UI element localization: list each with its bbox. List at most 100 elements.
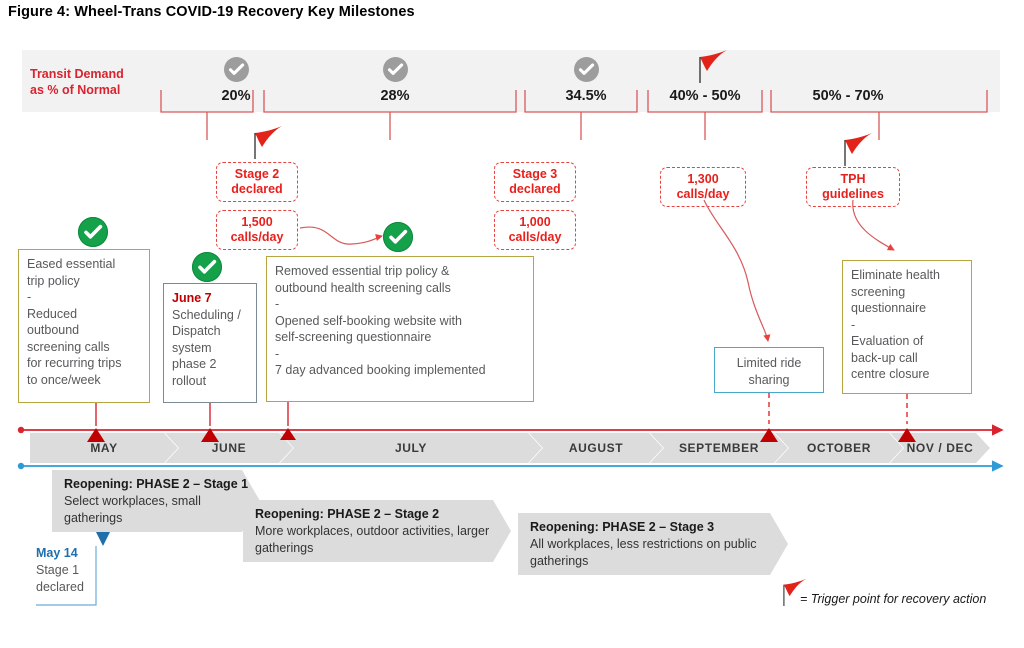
reopening-phase-2-stage-1: Reopening: PHASE 2 – Stage 1 Select work… <box>52 470 260 532</box>
check-circle-icon <box>383 57 408 82</box>
box-line: Reduced <box>27 306 78 321</box>
box-line: rollout <box>172 373 207 388</box>
action-box-eliminate-health-screening: Eliminate health screening questionnaire… <box>842 260 972 394</box>
box-line: outbound health screening calls <box>275 280 451 295</box>
phase-heading: Reopening: PHASE 2 – Stage 2 <box>255 507 440 521</box>
box-line: Eased essential <box>27 257 116 271</box>
phase-body: More workplaces, outdoor activities, lar… <box>255 524 490 555</box>
action-box-june7-scheduling-dispatch: June 7 Scheduling / Dispatch system phas… <box>163 283 257 403</box>
callout-line: guidelines <box>822 187 884 201</box>
reopening-phase-2-stage-3: Reopening: PHASE 2 – Stage 3 All workpla… <box>518 513 788 575</box>
callout-line: TPH <box>840 172 866 186</box>
phase-heading: Reopening: PHASE 2 – Stage 3 <box>530 520 715 534</box>
box-line: questionnaire <box>851 301 927 315</box>
connector-arrow <box>852 199 895 251</box>
transit-demand-label: Transit Demand as % of Normal <box>30 66 160 98</box>
green-check-icon <box>78 217 108 247</box>
green-check-icon <box>383 222 413 252</box>
callout-line: 1,000 <box>519 215 551 229</box>
reopening-phase-2-stage-2: Reopening: PHASE 2 – Stage 2 More workpl… <box>243 500 511 562</box>
box-line: outbound <box>27 323 80 337</box>
trigger-flag-icon <box>254 125 283 160</box>
connector-arrow <box>299 226 383 245</box>
callout-line: Stage 2 <box>234 167 280 181</box>
demand-value-20: 20% <box>221 88 251 104</box>
box-line: self-screening questionnaire <box>275 330 432 344</box>
callout-line: declared <box>509 182 561 196</box>
box-line: Removed essential trip policy & <box>275 264 450 278</box>
box-line: 7 day advanced booking implemented <box>275 363 486 377</box>
check-circle-icon <box>224 57 249 82</box>
action-box-limited-ride-sharing: Limited ride sharing <box>714 347 824 393</box>
callout-line: calls/day <box>508 230 562 244</box>
month-chevron-august: AUGUST <box>529 433 663 463</box>
callout-line: 1,500 <box>241 215 273 229</box>
legend-text: = Trigger point for recovery action <box>800 592 987 606</box>
box-line: system <box>172 340 212 355</box>
month-chevron-september: SEPTEMBER <box>650 433 788 463</box>
box-line: trip policy <box>27 273 80 288</box>
box-line: screening calls <box>27 339 110 354</box>
may14-line2: declared <box>36 580 84 594</box>
may14-date: May 14 <box>36 546 78 560</box>
callout-tph-guidelines: TPH guidelines <box>806 167 900 207</box>
box-line: Dispatch <box>172 324 221 338</box>
month-label: OCTOBER <box>807 441 871 455</box>
box-line: centre closure <box>851 367 930 381</box>
box-line: to once/week <box>27 372 101 387</box>
box-line: back-up call <box>851 350 918 365</box>
callout-stage3-declared: Stage 3 declared <box>494 162 576 202</box>
callout-1000-calls-per-day: 1,000 calls/day <box>494 210 576 250</box>
box-heading: June 7 <box>172 291 212 305</box>
box-line: Scheduling / <box>172 307 241 322</box>
green-check-icon <box>192 252 222 282</box>
callout-1500-calls-per-day: 1,500 calls/day <box>216 210 298 250</box>
callout-line: Stage 3 <box>512 167 558 181</box>
month-chevron-october: OCTOBER <box>775 433 903 463</box>
box-line: Eliminate health <box>851 268 940 282</box>
trigger-flag-icon <box>844 132 873 167</box>
phase-body: Select workplaces, small gatherings <box>64 494 201 525</box>
demand-value-34-5: 34.5% <box>565 88 607 104</box>
month-label: SEPTEMBER <box>678 441 760 455</box>
month-chevron-june: JUNE <box>165 433 293 463</box>
month-label: JULY <box>395 441 427 455</box>
callout-line: calls/day <box>676 187 730 201</box>
page-title: Figure 4: Wheel-Trans COVID-19 Recovery … <box>8 4 415 20</box>
box-line: phase 2 <box>172 357 217 371</box>
box-line: screening <box>851 284 906 299</box>
callout-line: declared <box>231 182 283 196</box>
month-chevron-nov-dec: NOV / DEC <box>890 433 990 463</box>
demand-value-50-70: 50% - 70% <box>812 88 884 104</box>
month-chevron-may: MAY <box>30 433 178 463</box>
may14-pointer <box>96 532 110 546</box>
month-label: JUNE <box>211 441 247 455</box>
box-line: - <box>275 346 280 361</box>
box-line: Limited ride <box>736 356 802 370</box>
phase-heading: Reopening: PHASE 2 – Stage 1 <box>64 477 249 491</box>
connector-arrow <box>703 199 771 342</box>
demand-value-40-50: 40% - 50% <box>669 88 741 104</box>
month-label: NOV / DEC <box>906 441 974 455</box>
phase-body: All workplaces, less restrictions on pub… <box>530 537 757 568</box>
month-chevron-july: JULY <box>280 433 542 463</box>
box-line: - <box>27 290 32 304</box>
month-label: AUGUST <box>568 441 624 455</box>
box-line: - <box>851 317 856 332</box>
box-line: for recurring trips <box>27 356 122 370</box>
transit-demand-label-line1: Transit Demand <box>30 67 124 81</box>
box-line: Evaluation of <box>851 334 924 348</box>
check-circle-icon <box>574 57 599 82</box>
callout-stage2-declared: Stage 2 declared <box>216 162 298 202</box>
callout-1300-calls-per-day: 1,300 calls/day <box>660 167 746 207</box>
callout-line: calls/day <box>230 230 284 244</box>
transit-demand-label-line2: as % of Normal <box>30 83 121 97</box>
demand-value-28: 28% <box>380 88 410 104</box>
box-line: - <box>275 297 280 311</box>
may14-line1: Stage 1 <box>36 563 80 577</box>
box-line: sharing <box>748 372 790 387</box>
may14-annotation: May 14 Stage 1 declared <box>36 545 92 596</box>
action-box-eased-essential-trip-policy: Eased essential trip policy - Reduced ou… <box>18 249 150 403</box>
month-label: MAY <box>90 441 118 455</box>
box-line: Opened self-booking website with <box>275 313 462 328</box>
